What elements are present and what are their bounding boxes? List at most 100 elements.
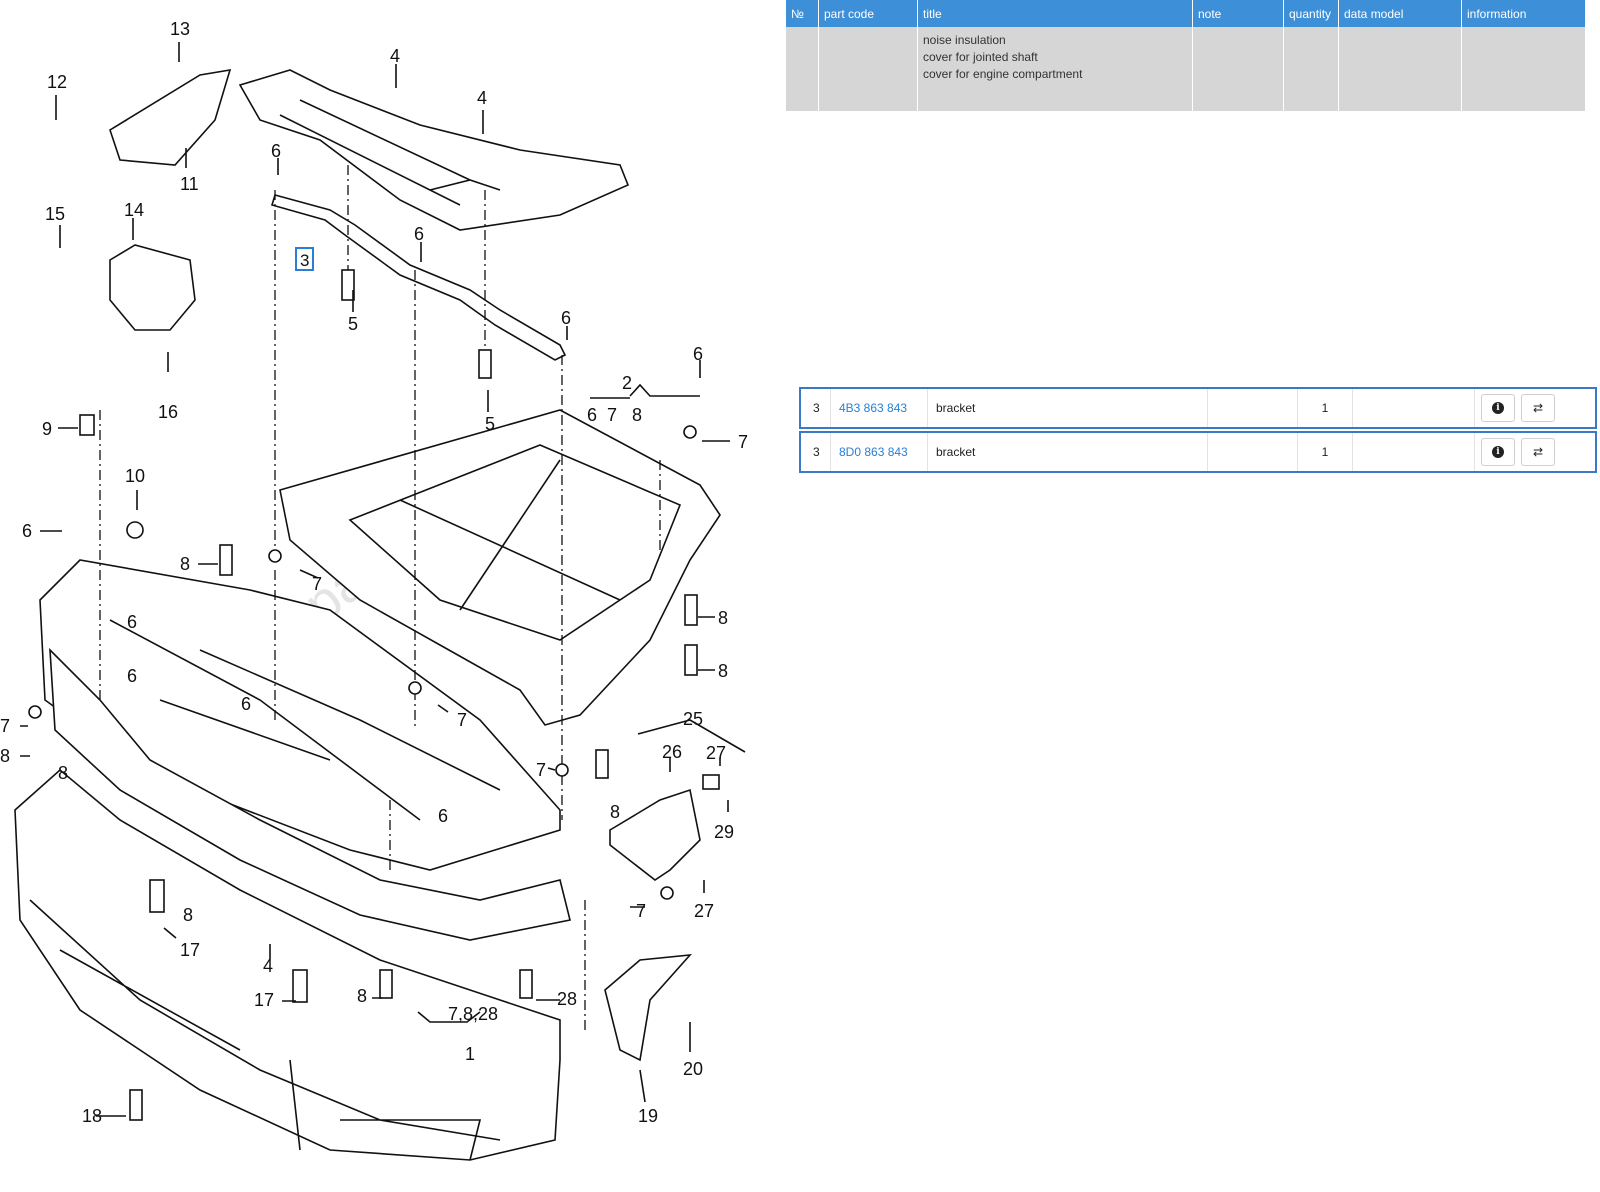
callout-label: 6 bbox=[127, 666, 137, 686]
callout-label: 7 bbox=[636, 901, 646, 921]
col-header-quantity: quantity bbox=[1283, 0, 1339, 27]
swap-arrows-icon: ⇄ bbox=[1532, 445, 1544, 459]
washer-7-part bbox=[683, 425, 697, 439]
info-circle-icon: i bbox=[1492, 402, 1504, 414]
bracket-19-part bbox=[604, 954, 692, 1062]
callout-label: 17 bbox=[180, 940, 200, 960]
callout-label: 26 bbox=[662, 742, 682, 762]
part-code-link[interactable]: 4B3 863 843 bbox=[839, 401, 908, 415]
swap-button[interactable]: ⇄ bbox=[1521, 394, 1555, 422]
parts-list: 3 4B3 863 843 bracket 1 i ⇄ 3 8D0 863 84… bbox=[799, 387, 1597, 475]
part-code-link[interactable]: 8D0 863 843 bbox=[839, 445, 908, 459]
part-no: 3 bbox=[801, 433, 831, 471]
bumper-part bbox=[14, 768, 561, 1161]
part-code-cell: 4B3 863 843 bbox=[831, 389, 928, 427]
washer-7-part bbox=[408, 681, 422, 695]
bolt-8-part bbox=[684, 644, 698, 676]
callout-label: 8 bbox=[610, 802, 620, 822]
selected-callout-label[interactable]: 3 bbox=[300, 251, 309, 270]
callout-label: 8 bbox=[718, 608, 728, 628]
cell-title: noise insulation cover for jointed shaft… bbox=[917, 27, 1193, 111]
col-header-no: № bbox=[786, 0, 819, 27]
bolt-17-part bbox=[149, 879, 165, 913]
col-header-part-code: part code bbox=[818, 0, 918, 27]
callout-label: 19 bbox=[638, 1106, 658, 1126]
bracket-27-part bbox=[609, 788, 701, 881]
bolt-8-part bbox=[379, 969, 393, 999]
bolt-17-part bbox=[292, 969, 308, 1003]
selected-callout-box[interactable] bbox=[295, 247, 314, 271]
part-row[interactable]: 3 8D0 863 843 bracket 1 i ⇄ bbox=[799, 431, 1597, 473]
swap-button[interactable]: ⇄ bbox=[1521, 438, 1555, 466]
title-line: cover for engine compartment bbox=[923, 67, 1083, 81]
cell-part-code bbox=[818, 27, 918, 111]
callout-label: 6 bbox=[127, 612, 137, 632]
part-quantity: 1 bbox=[1298, 433, 1353, 471]
callout-label: 14 bbox=[124, 200, 144, 220]
part-note bbox=[1208, 433, 1298, 471]
callout-label: 7 bbox=[738, 432, 748, 452]
washer-7-part bbox=[28, 705, 42, 719]
callout-label: 7 bbox=[457, 710, 467, 730]
part-title: bracket bbox=[928, 389, 1208, 427]
part-data-model bbox=[1353, 433, 1475, 471]
callout-label: 8 bbox=[0, 746, 10, 766]
part-quantity: 1 bbox=[1298, 389, 1353, 427]
part-note bbox=[1208, 389, 1298, 427]
bracket-3-part[interactable] bbox=[271, 194, 567, 361]
table-header-row: № part code title note quantity data mod… bbox=[786, 0, 1586, 27]
cell-note bbox=[1192, 27, 1284, 111]
cell-information bbox=[1461, 27, 1586, 111]
cover-11-part bbox=[109, 68, 232, 166]
callout-label: 25 bbox=[683, 709, 703, 729]
info-button[interactable]: i bbox=[1481, 394, 1515, 422]
callout-label: 6 7 8 bbox=[587, 405, 642, 425]
col-header-note: note bbox=[1192, 0, 1284, 27]
callout-label: 6 bbox=[241, 694, 251, 714]
info-button[interactable]: i bbox=[1481, 438, 1515, 466]
table-row: noise insulation cover for jointed shaft… bbox=[786, 27, 1586, 111]
callout-label: 2 bbox=[622, 373, 632, 393]
washer-7-part bbox=[555, 763, 569, 777]
part-actions: i ⇄ bbox=[1475, 389, 1595, 427]
info-circle-icon: i bbox=[1492, 446, 1504, 458]
callout-label: 18 bbox=[82, 1106, 102, 1126]
part-title: bracket bbox=[928, 433, 1208, 471]
callout-label: 7 bbox=[312, 574, 322, 594]
callout-label: 9 bbox=[42, 419, 52, 439]
leader-lines bbox=[20, 42, 746, 1117]
washer-7-part bbox=[268, 549, 282, 563]
callout-label: 11 bbox=[180, 174, 199, 194]
callout-label: 1 bbox=[465, 1044, 475, 1064]
part-row[interactable]: 3 4B3 863 843 bracket 1 i ⇄ bbox=[799, 387, 1597, 429]
subframe-detail bbox=[279, 99, 501, 206]
clip-9-part bbox=[79, 414, 95, 436]
cover-14-part bbox=[109, 244, 196, 331]
parts-diagram: catalogs-parts.com bbox=[0, 0, 790, 1192]
part-code-cell: 8D0 863 843 bbox=[831, 433, 928, 471]
bolt-18-part bbox=[129, 1089, 143, 1121]
callout-label: 4 bbox=[477, 88, 487, 108]
callout-label: 16 bbox=[158, 402, 178, 422]
callout-label: 6 bbox=[561, 308, 571, 328]
bolt-8-part bbox=[219, 544, 233, 576]
callout-label: 27 bbox=[706, 743, 726, 763]
exploded-view-drawing: catalogs-parts.com bbox=[0, 19, 748, 1161]
group-info-table: № part code title note quantity data mod… bbox=[786, 0, 1586, 111]
callout-label: 27 bbox=[694, 901, 714, 921]
callout-label: 7,8,28 bbox=[448, 1004, 498, 1024]
callout-label: 6 bbox=[438, 806, 448, 826]
callout-label: 6 bbox=[22, 521, 32, 541]
callout-label: 6 bbox=[414, 224, 424, 244]
cell-no bbox=[786, 27, 819, 111]
subframe-part bbox=[238, 69, 630, 231]
callout-label: 7 bbox=[0, 716, 10, 736]
callout-label: 6 bbox=[271, 141, 281, 161]
bolt-29-part bbox=[702, 774, 720, 790]
washer-7-part bbox=[660, 886, 674, 900]
bolt-28-part bbox=[519, 969, 533, 999]
callout-label: 8 bbox=[58, 763, 68, 783]
noise-insulation-ribs bbox=[348, 444, 682, 641]
callout-label: 10 bbox=[125, 466, 145, 486]
callout-label: 6 bbox=[693, 344, 703, 364]
